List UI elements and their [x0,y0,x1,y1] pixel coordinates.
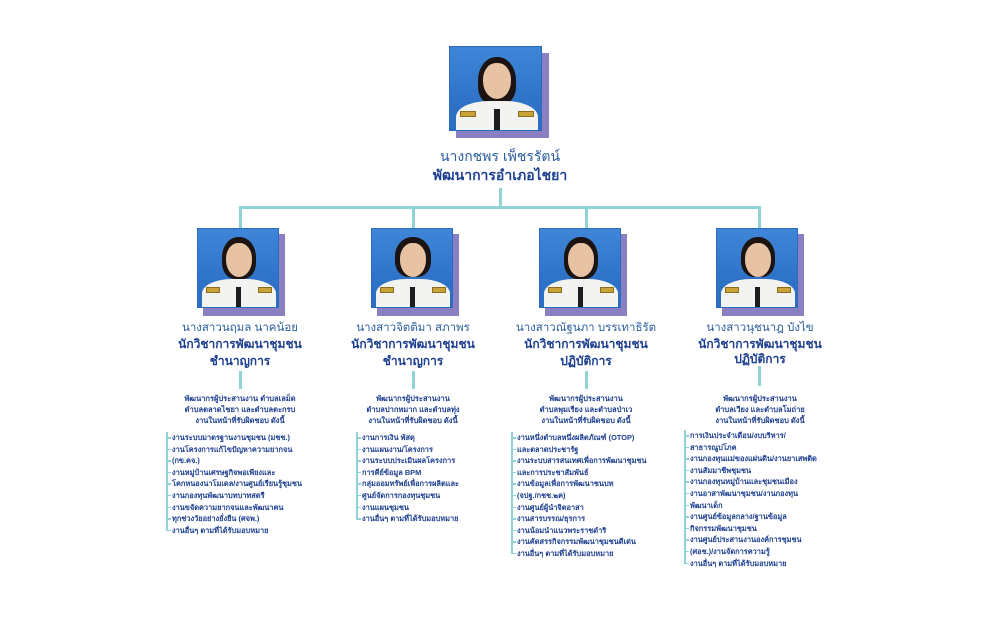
connector-drop-1 [239,206,242,228]
duty-item: และตลาดประชารัฐ [511,444,679,456]
duty-item: งานสารบรรณ/ธุรการ [511,513,679,525]
head-name: นางกชพร เพ็ชรรัตน์ [439,148,561,164]
duty-head-line: งานในหน้าที่รับผิดชอบ ดังนี้ [368,415,458,425]
duty-item: ศูนย์จัดการกองทุนชุมชน [356,490,506,502]
duty-item: (กข.คจ.) [166,455,331,467]
duty-item: งานอื่นๆ ตามที่ได้รับมอบหมาย [356,513,506,525]
duty-item: (ศอช.)/งานจัดการความรู้ [684,546,854,558]
duty-item: งานน้อมนำแนวพระราชดำริ [511,525,679,537]
staff-1-name: นางสาวนฤมล นาคน้อย [181,322,299,334]
duty-head-line: งานในหน้าที่รับผิดชอบ ดังนี้ [195,415,285,425]
connector-duty-2 [412,371,415,389]
duty-item: งานศูนย์ประสานงานองค์การชุมชน [684,534,854,546]
duty-item: งานข้อมูลเพื่อการพัฒนาชนบท [511,478,679,490]
duty-item: งานอื่นๆ ตามที่ได้รับมอบหมาย [684,558,854,570]
duty-item: งานการเงิน พัสดุ [356,432,506,444]
staff-4-duty-head: พัฒนากรผู้ประสานงาน ตำบลเวียง และตำบลโมถ… [670,394,850,427]
duty-item: งานหมู่บ้านเศรษฐกิจพอเพียงและ [166,467,331,479]
duty-head-line: ตำบลปากหมาก และตำบลทุ่ง [366,404,460,414]
staff-1-duty-list: งานระบบมาตรฐานงานชุมชน (มชช.) งานโครงการ… [166,432,331,536]
connector-drop-4 [758,206,761,228]
head-position: พัฒนาการอำเภอไชยา [432,167,568,183]
staff-4-position-1: นักวิชาการพัฒนาชุมชน [698,337,822,351]
staff-1-photo [197,228,285,316]
staff-3-name: นางสาวณัฐนภา บรรเทาธิรัต [515,322,657,334]
connector-duty-4 [758,366,761,386]
staff-2-photo [371,228,459,316]
duty-item: กิจกรรมพัฒนาชุมชน [684,523,854,535]
duty-item: โคกหนองนาโมเดล/งานศูนย์เรียนรู้ชุมชน [166,478,331,490]
duty-item: งานระบบประเมินผลโครงการ [356,455,506,467]
connector-drop-3 [585,206,588,228]
staff-1-position-2: ชำนาญการ [209,354,271,368]
staff-3-position-2: ปฏิบัติการ [560,354,612,368]
staff-3-photo [539,228,627,316]
duty-item: งานคัดสรรกิจกรรมพัฒนาชุมชนดีเด่น [511,536,679,548]
staff-4-photo [716,228,804,316]
staff-1-duty-head: พัฒนากรผู้ประสานงาน ตำบลเลม็ด ตำบลตลาดไช… [150,394,330,427]
staff-2-duty-head: พัฒนากรผู้ประสานงาน ตำบลปากหมาก และตำบลท… [323,394,503,427]
duty-item: งานอาสาพัฒนาชุมชน/งานกองทุน [684,488,854,500]
duty-head-line: งานในหน้าที่รับผิดชอบ ดังนี้ [541,415,631,425]
duty-item: งานอื่นๆ ตามที่ได้รับมอบหมาย [511,548,679,560]
duty-item: งานอื่นๆ ตามที่ได้รับมอบหมาย [166,525,331,537]
duty-head-line: พัฒนากรผู้ประสานงาน [549,394,623,403]
connector-head-down [499,188,502,208]
duty-head-line: พัฒนากรผู้ประสานงาน ตำบลเลม็ด [184,394,296,403]
duty-item: งานกองทุนพัฒนาบทบาทสตรี [166,490,331,502]
head-photo [449,46,549,138]
duty-item: งานศูนย์ข้อมูลกลาง/ฐานข้อมูล [684,511,854,523]
connector-drop-2 [412,206,415,228]
duty-item: การคีย์ข้อมูล BPM [356,467,506,479]
duty-head-line: พัฒนากรผู้ประสานงาน [723,394,797,403]
connector-duty-3 [585,371,588,389]
duty-item: งานศูนย์ผู้นำจิตอาสา [511,502,679,514]
duty-head-line: งานในหน้าที่รับผิดชอบ ดังนี้ [715,415,805,425]
duty-item: ทุกช่วงวัยอย่างยั่งยืน (ศจพ.) [166,513,331,525]
duty-item: งานกองทุนแม่ของแผ่นดิน/งานยาเสพติด [684,453,854,465]
duty-item: (จปฐ./กชช.๒ค) [511,490,679,502]
duty-item: งานโครงการแก้ไขปัญหาความยากจน [166,444,331,456]
staff-2-name: นางสาวจิตติมา สภาพร [356,322,470,334]
staff-4-name: นางสาวนุชนาฎ บังไข [706,322,814,334]
duty-item: งานขจัดความยากจนและพัฒนาคน [166,502,331,514]
staff-3-position-1: นักวิชาการพัฒนาชุมชน [524,337,648,351]
staff-2-position-1: นักวิชาการพัฒนาชุมชน [351,337,475,351]
duty-item: สาธารณูปโภค [684,442,854,454]
duty-item: งานแผนชุมชน [356,502,506,514]
duty-item: งานสัมมาชีพชุมชน [684,465,854,477]
duty-item: งานหนึ่งตำบลหนึ่งผลิตภัณฑ์ (OTOP) [511,432,679,444]
staff-1-position-1: นักวิชาการพัฒนาชุมชน [178,337,302,351]
duty-head-line: ตำบลตลาดไชยา และตำบลตะกรบ [184,404,296,414]
duty-item: พัฒนาเด็ก [684,500,854,512]
duty-item: กลุ่มออมทรัพย์เพื่อการผลิตและ [356,478,506,490]
connector-horizontal [239,206,760,209]
staff-2-position-2: ชำนาญการ [382,354,444,368]
duty-head-line: ตำบลพุมเรียง และตำบลป่าเว [539,404,633,414]
duty-item: งานกองทุนหมู่บ้านและชุมชนเมือง [684,476,854,488]
duty-head-line: ตำบลเวียง และตำบลโมถ่าย [715,404,805,414]
staff-2-duty-list: งานการเงิน พัสดุ งานแผนงาน/โครงการ งานระ… [356,432,506,525]
duty-item: งานแผนงาน/โครงการ [356,444,506,456]
connector-duty-1 [239,371,242,389]
duty-item: งานระบบมาตรฐานงานชุมชน (มชช.) [166,432,331,444]
staff-4-duty-list: การเงินประจำเดือน/งบบริหาร/ สาธารณูปโภค … [684,430,854,569]
duty-item: และการประชาสัมพันธ์ [511,467,679,479]
staff-4-position-2: ปฏิบัติการ [734,352,786,366]
duty-head-line: พัฒนากรผู้ประสานงาน [376,394,450,403]
duty-item: การเงินประจำเดือน/งบบริหาร/ [684,430,854,442]
duty-item: งานระบบสารสนเทศเพื่อการพัฒนาชุมชน [511,455,679,467]
staff-3-duty-list: งานหนึ่งตำบลหนึ่งผลิตภัณฑ์ (OTOP) และตลา… [511,432,679,560]
staff-3-duty-head: พัฒนากรผู้ประสานงาน ตำบลพุมเรียง และตำบล… [496,394,676,427]
